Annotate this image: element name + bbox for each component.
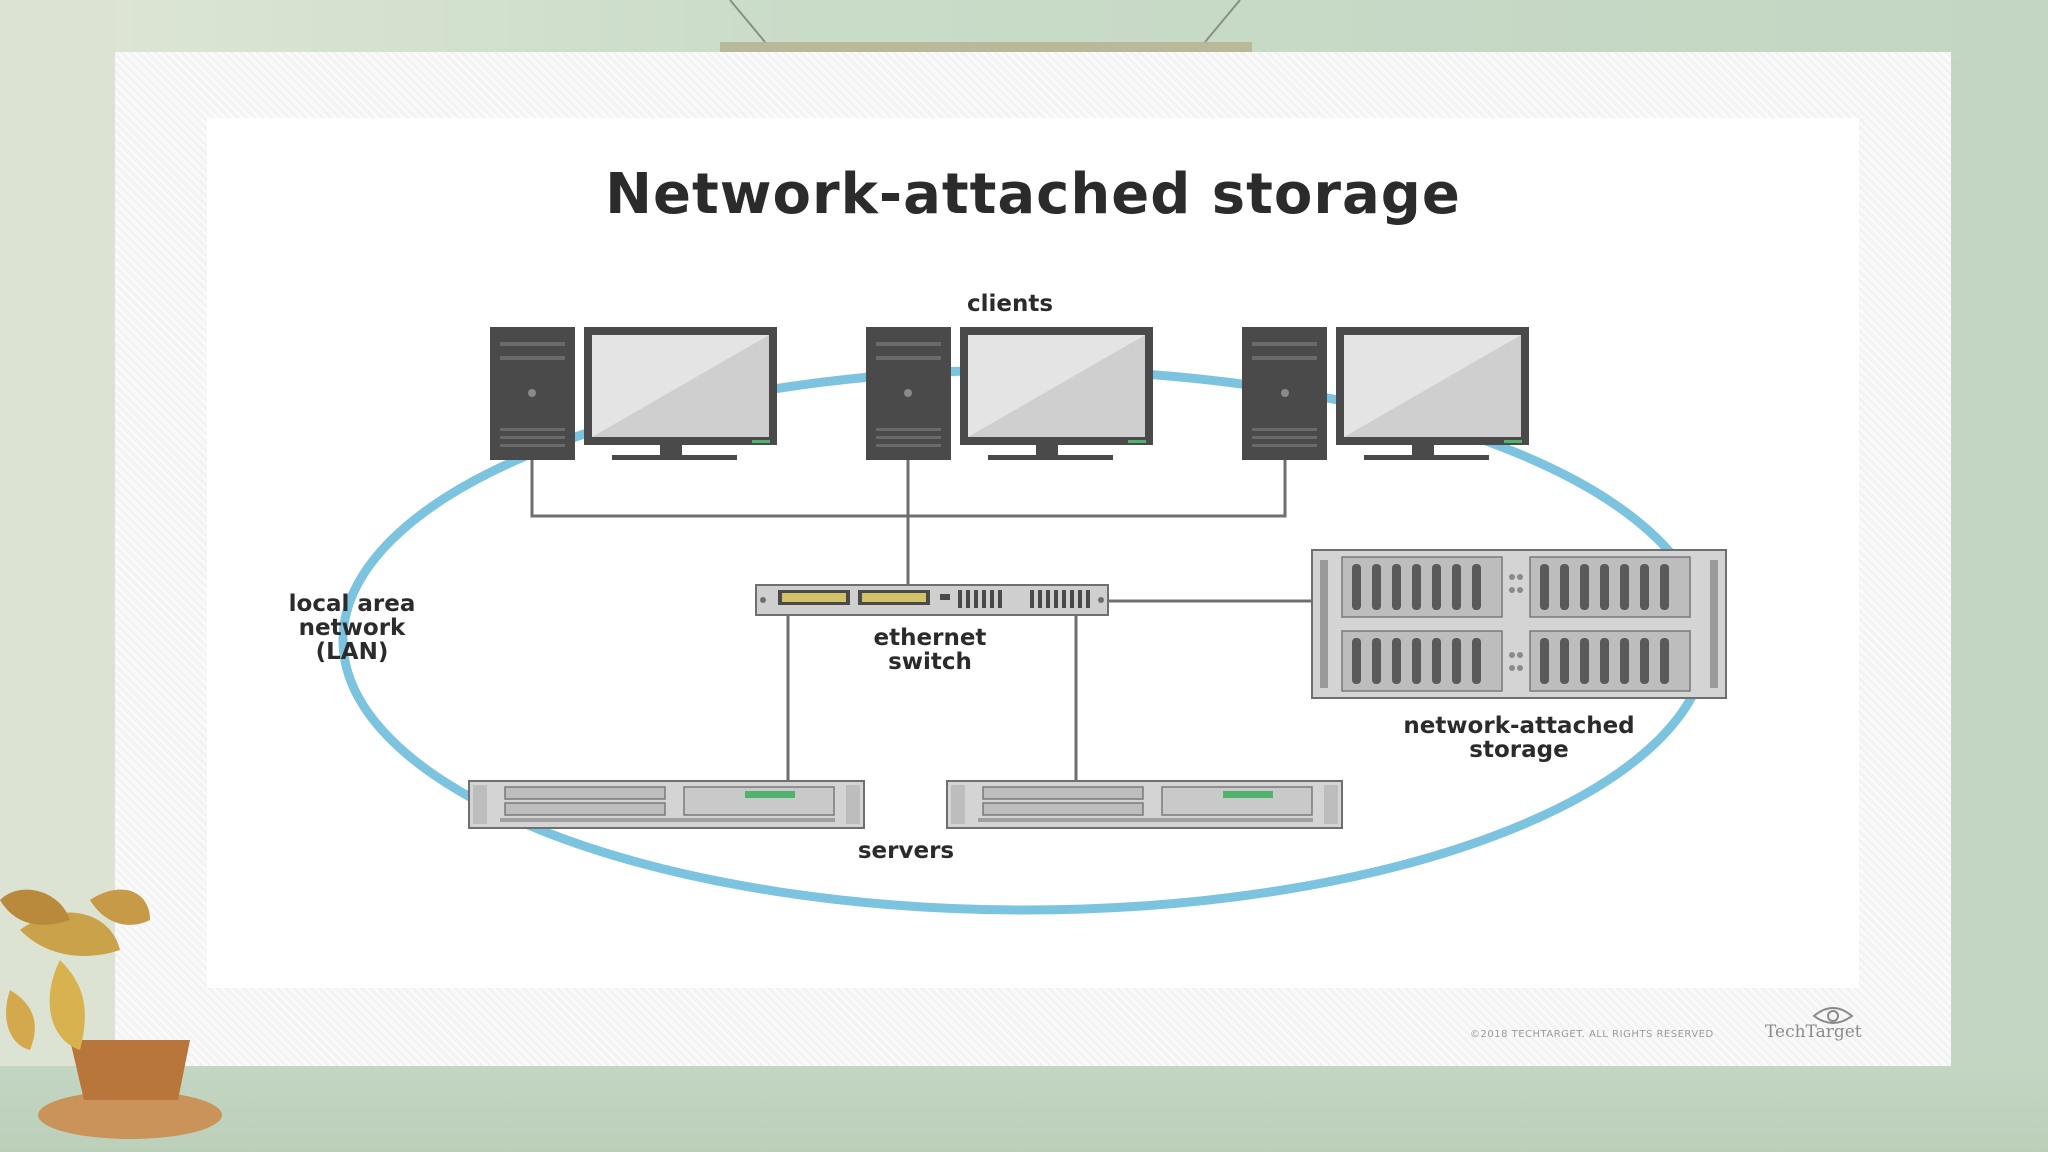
- copyright-text: ©2018 TECHTARGET. ALL RIGHTS RESERVED: [1470, 1029, 1714, 1040]
- label-switch-line-2: switch: [888, 649, 972, 675]
- client-computer-2: [866, 327, 1153, 460]
- ethernet-switch: [755, 584, 1109, 616]
- client-computer-1: [490, 327, 777, 460]
- background-left-wall: [0, 0, 115, 1152]
- label-nas-line-1: network-attached: [1403, 713, 1635, 739]
- label-servers: servers: [857, 838, 955, 864]
- hanger-lines: [729, 0, 1241, 43]
- label-nas: network-attached storage: [1369, 714, 1669, 762]
- background-bottom-band: [0, 1066, 2048, 1152]
- techtarget-eye-icon: [1812, 1007, 1854, 1024]
- server-2: [946, 780, 1343, 829]
- plant-decoration: [0, 889, 222, 1139]
- label-lan-line-2: network: [298, 615, 406, 641]
- label-ethernet-switch: ethernet switch: [830, 626, 1030, 674]
- client-computer-3: [1242, 327, 1529, 460]
- label-lan-line-3: (LAN): [315, 639, 389, 665]
- brand-logo-text: TechTarget: [1765, 1022, 1862, 1042]
- diagram-title: Network-attached storage: [605, 162, 1461, 227]
- label-switch-line-1: ethernet: [873, 625, 987, 651]
- label-lan: local area network (LAN): [262, 592, 442, 664]
- label-lan-line-1: local area: [288, 591, 416, 617]
- nas-device: [1311, 549, 1727, 699]
- network-cables: [530, 460, 1312, 785]
- server-1: [468, 780, 865, 829]
- background-tan-strip: [720, 42, 1252, 52]
- label-nas-line-2: storage: [1469, 737, 1569, 763]
- label-clients: clients: [966, 291, 1054, 317]
